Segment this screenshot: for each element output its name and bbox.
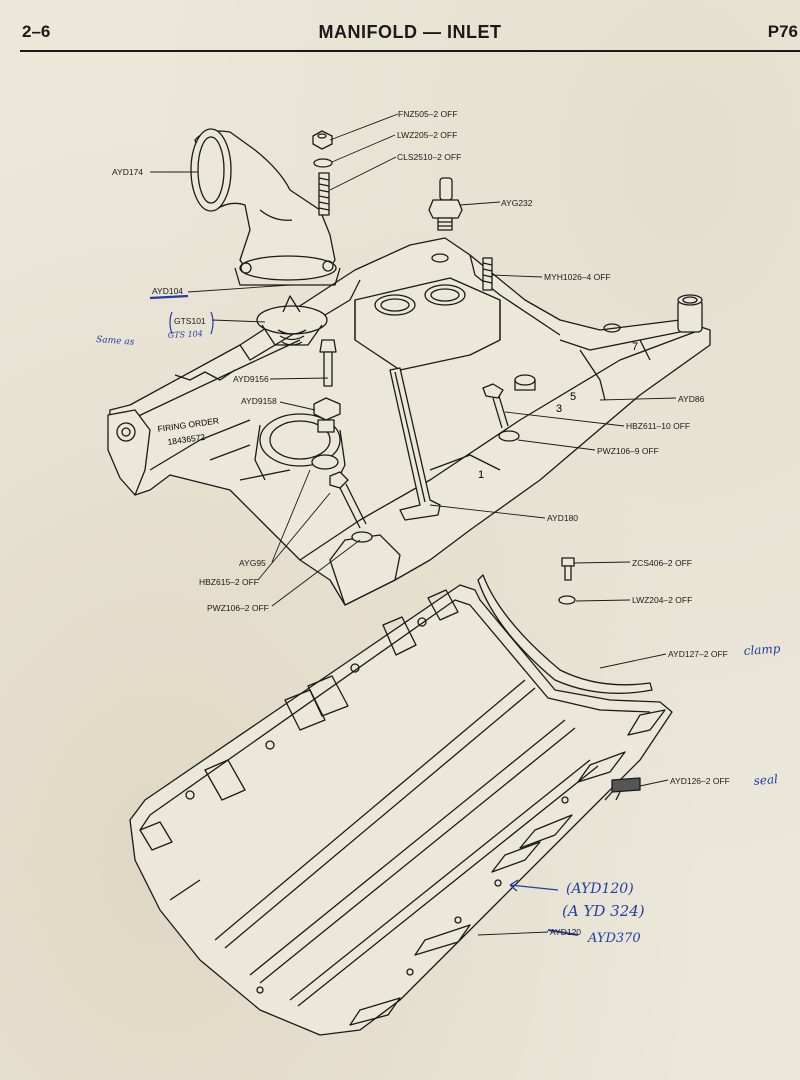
pen-marks [149, 294, 579, 936]
note-gts-alt: GTS 104 [168, 329, 203, 340]
pwz106-washer-drawing [498, 430, 520, 442]
runner-number-5: 5 [570, 391, 576, 403]
page-header: 2–6 MANIFOLD — INLET P76 [20, 20, 800, 52]
label-ayg95: AYG95 [239, 558, 266, 568]
ayg232-fitting-drawing [428, 177, 463, 231]
part-labels: FNZ505–2 OFF LWZ205–2 OFF CLS2510–2 OFF … [112, 109, 730, 937]
ayd9156-sender-drawing [319, 339, 337, 387]
bracket-gts101 [169, 311, 214, 335]
label-lwz204: LWZ204–2 OFF [632, 595, 692, 605]
label-hbz611: HBZ611–10 OFF [626, 421, 690, 431]
runner-number-7: 7 [632, 341, 638, 353]
label-cls2510: CLS2510–2 OFF [397, 152, 461, 162]
strikeout-mark [547, 929, 579, 936]
runner-number-3: 3 [556, 403, 562, 415]
gts101-thermostat-drawing [256, 295, 328, 346]
label-gts101: GTS101 [174, 316, 206, 326]
fnz505-nut-drawing [312, 130, 333, 150]
myh1026-stud-drawing [482, 257, 493, 291]
zcs406-screw-drawing [561, 557, 575, 581]
page-number: P76 [767, 22, 798, 41]
label-ayd126: AYD126–2 OFF [670, 776, 730, 786]
cls2510-stud-drawing [318, 172, 330, 216]
underline-ayd104 [149, 294, 189, 300]
page-title: MANIFOLD — INLET [318, 22, 502, 42]
label-fnz505: FNZ505–2 OFF [398, 109, 458, 119]
section-number: 2–6 [22, 22, 51, 41]
note-clamp: clamp [743, 641, 781, 658]
note-ayd324: (A YD 324) [562, 902, 645, 920]
label-ayd120: AYD120 [550, 927, 581, 937]
label-lwz205: LWZ205–2 OFF [397, 130, 457, 140]
pwz106-washer-front-drawing [351, 531, 373, 543]
runner-number-1: 1 [478, 469, 484, 481]
ayd174-water-outlet-drawing [190, 128, 341, 286]
label-ayd180: AYD180 [547, 513, 578, 523]
note-seal: seal [753, 772, 779, 788]
note-ayd370: AYD370 [587, 931, 641, 946]
label-ayg232: AYG232 [501, 198, 533, 208]
pointer-arrow [509, 884, 559, 891]
leader-lines [150, 113, 677, 936]
note-ayd120: (AYD120) [566, 881, 634, 897]
label-ayd9156: AYD9156 [233, 374, 269, 384]
ayd126-seal-drawing [604, 777, 641, 801]
label-ayd127: AYD127–2 OFF [668, 649, 728, 659]
label-ayd174: AYD174 [112, 167, 143, 177]
ayg95-washer-drawing [311, 454, 339, 470]
handwritten-notes: Same as GTS 104 clamp seal (AYD120) (A Y… [96, 329, 781, 946]
label-zcs406: ZCS406–2 OFF [632, 558, 692, 568]
hbz615-bolt-drawing [329, 471, 367, 529]
ayd180-bracket-drawing [389, 367, 441, 521]
label-myh1026: MYH1026–4 OFF [544, 272, 611, 282]
label-pwz106-9: PWZ106–9 OFF [597, 446, 659, 456]
lwz204-washer-drawing [558, 595, 576, 605]
ayd9158-plug-drawing [313, 397, 341, 433]
label-ayd104: AYD104 [152, 286, 183, 296]
hbz611-bolt-drawing [482, 383, 509, 429]
note-same-as: Same as [96, 335, 135, 348]
label-hbz615: HBZ615–2 OFF [199, 577, 259, 587]
label-ayd9158: AYD9158 [241, 396, 277, 406]
label-ayd86: AYD86 [678, 394, 705, 404]
ayd120-valley-gasket-drawing [129, 584, 673, 1036]
lwz205-washer-drawing [313, 158, 333, 168]
label-pwz106-2: PWZ106–2 OFF [207, 603, 269, 613]
